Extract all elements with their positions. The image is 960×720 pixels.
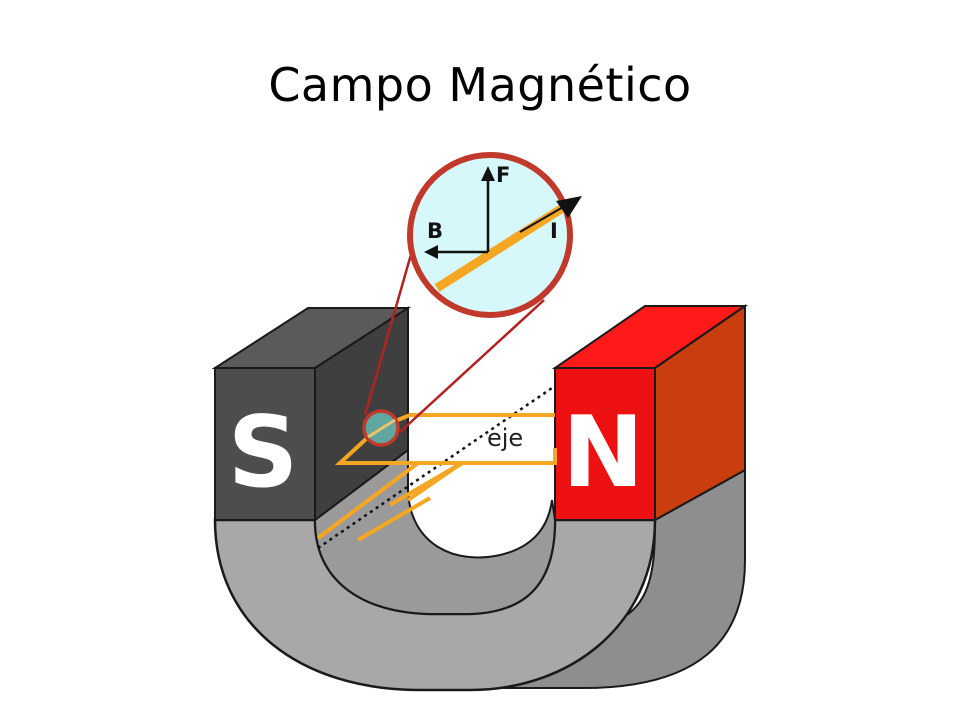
- slide-title: Campo Magnético: [268, 58, 692, 112]
- south-pole-label: S: [228, 396, 299, 510]
- current-label: I: [550, 219, 558, 243]
- force-arrowhead: [481, 166, 495, 181]
- current-vector: [519, 202, 571, 233]
- zoom-connector-right: [399, 299, 545, 433]
- zoom-connector-left: [363, 229, 420, 416]
- north-pole-front: [554, 367, 656, 521]
- north-pole-label: N: [562, 396, 644, 510]
- zoom-wire: [434, 198, 575, 292]
- force-label: F: [496, 163, 510, 187]
- axis-label: eje: [487, 424, 523, 452]
- field-arrowhead: [424, 245, 438, 259]
- field-label: B: [427, 219, 443, 243]
- south-pole-front: [214, 367, 316, 521]
- wire-highlight-wire: [367, 418, 396, 439]
- rotation-axis: [317, 386, 553, 550]
- current-arrowhead: [556, 196, 582, 218]
